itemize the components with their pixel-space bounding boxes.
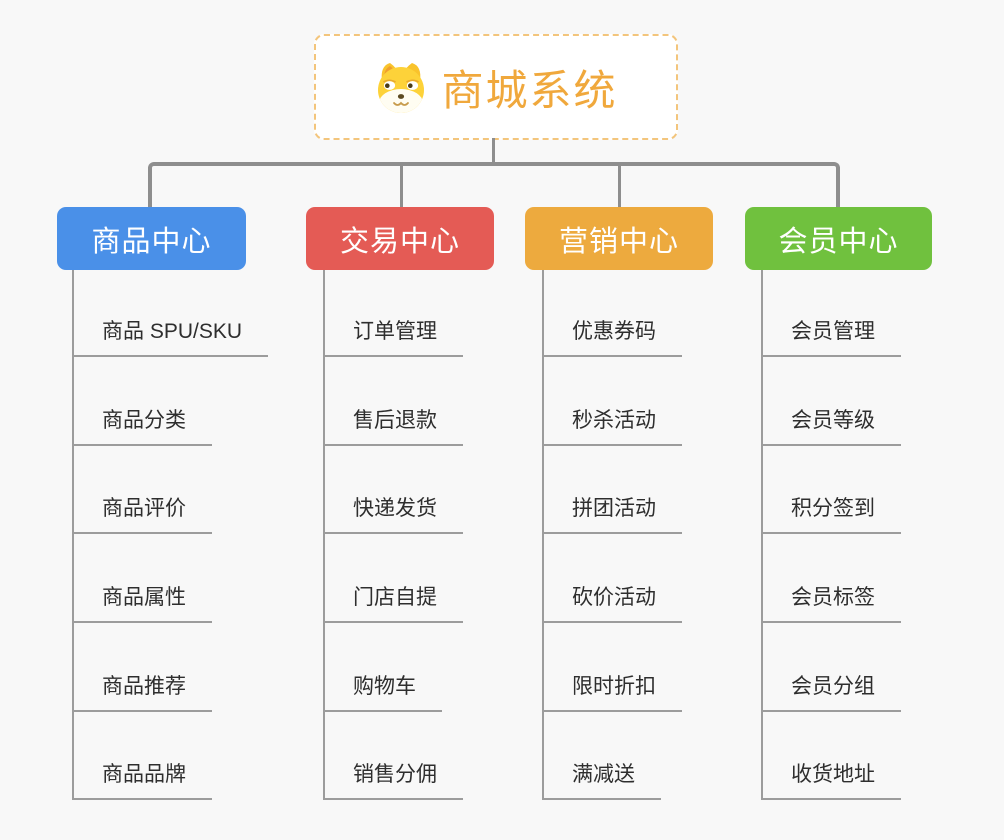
connector-trunk-marketing [542, 270, 544, 800]
connector-trunk-member [761, 270, 763, 800]
connector-bus [148, 162, 840, 207]
leaf-item[interactable]: 门店自提 [323, 584, 463, 623]
leaf-item[interactable]: 商品品牌 [72, 761, 212, 800]
connector-drop-trade [400, 164, 403, 207]
branch-label: 交易中心 [339, 225, 460, 258]
leaf-item[interactable]: 积分签到 [761, 495, 901, 534]
leaf-item[interactable]: 商品推荐 [72, 673, 212, 712]
leaf-item[interactable]: 快递发货 [323, 495, 463, 534]
shiba-dog-icon [378, 63, 425, 113]
connector-trunk-trade [323, 270, 325, 800]
leaf-item[interactable]: 限时折扣 [542, 673, 682, 712]
branch-label: 营销中心 [558, 225, 679, 258]
leaf-item[interactable]: 会员管理 [761, 318, 901, 357]
branch-node-member-center[interactable]: 会员中心 [745, 207, 932, 270]
leaf-item[interactable]: 订单管理 [323, 318, 463, 357]
branch-label: 会员中心 [778, 225, 899, 258]
branch-node-trade-center[interactable]: 交易中心 [306, 207, 494, 270]
leaf-item[interactable]: 会员等级 [761, 407, 901, 446]
connector-drop-marketing [618, 164, 621, 207]
connector-root-stub [492, 138, 495, 165]
branch-label: 商品中心 [91, 225, 212, 258]
leaf-item[interactable]: 商品评价 [72, 495, 212, 534]
leaf-item[interactable]: 售后退款 [323, 407, 463, 446]
leaf-item[interactable]: 会员分组 [761, 673, 901, 712]
leaf-item[interactable]: 收货地址 [761, 761, 901, 800]
branch-node-product-center[interactable]: 商品中心 [57, 207, 246, 270]
leaf-item[interactable]: 拼团活动 [542, 495, 682, 534]
leaf-item[interactable]: 购物车 [323, 673, 442, 712]
leaf-item[interactable]: 砍价活动 [542, 584, 682, 623]
leaf-item[interactable]: 秒杀活动 [542, 407, 682, 446]
connector-trunk-product [72, 270, 74, 800]
leaf-item[interactable]: 满减送 [542, 761, 661, 800]
leaf-item[interactable]: 商品分类 [72, 407, 212, 446]
root-node-mall-system[interactable]: 商城系统 [314, 34, 678, 140]
branch-node-marketing-center[interactable]: 营销中心 [525, 207, 713, 270]
leaf-item[interactable]: 优惠券码 [542, 318, 682, 357]
leaf-item[interactable]: 商品 SPU/SKU [72, 318, 269, 357]
leaf-item[interactable]: 商品属性 [72, 584, 212, 623]
leaf-item[interactable]: 会员标签 [761, 584, 901, 623]
root-title: 商城系统 [441, 66, 618, 114]
leaf-item[interactable]: 销售分佣 [323, 761, 463, 800]
